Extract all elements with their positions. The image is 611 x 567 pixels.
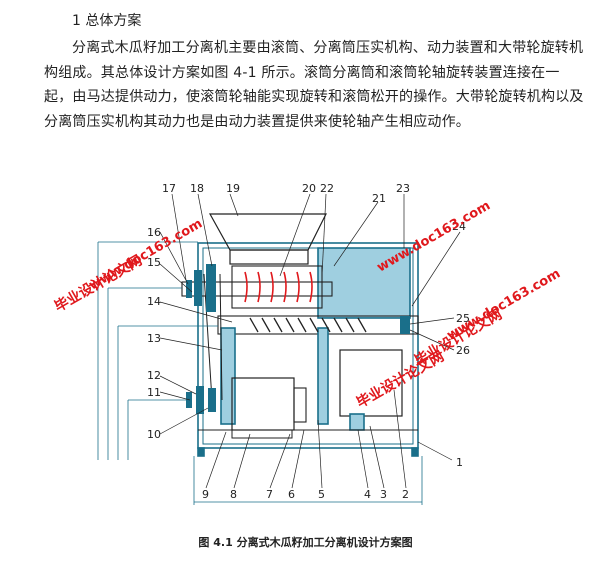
collection-box [339,349,403,417]
callout-18: 18 [190,182,204,195]
callout-6: 6 [288,488,295,501]
hopper [208,213,327,251]
body-paragraph: 分离式木瓜籽加工分离机主要由滚筒、分离筒压实机构、动力装置和大带轮旋转机构组成。… [44,40,584,130]
callout-23: 23 [396,182,410,195]
callout-20: 20 [302,182,316,195]
callout-4: 4 [364,488,371,501]
figure-caption: 图 4.1 分离式木瓜籽加工分离机设计方案图 [198,536,413,549]
callout-2: 2 [402,488,409,501]
callout-19: 19 [226,182,240,195]
separation-drum [231,265,323,309]
callout-22: 22 [320,182,334,195]
callout-21: 21 [372,192,386,205]
motor [231,377,295,431]
machine-diagram: 17 18 19 20 22 21 23 24 16 15 14 13 12 1… [52,182,564,505]
callout-13: 13 [147,332,161,345]
section-heading: 1 总体方案 [72,13,142,29]
callout-7: 7 [266,488,273,501]
callout-12: 12 [147,369,161,382]
watermark-cn-3: 毕业设计论文网 [354,348,447,412]
upper-shaft [181,281,333,297]
callout-10: 10 [147,428,161,441]
callout-14: 14 [147,295,161,308]
watermark-en-2: www.doc163.com [445,266,564,343]
callout-1: 1 [456,456,463,469]
callout-3: 3 [380,488,387,501]
callout-9: 9 [202,488,209,501]
callout-16: 16 [147,226,161,239]
callout-8: 8 [230,488,237,501]
callout-17: 17 [162,182,176,195]
callout-25: 25 [456,312,470,325]
callout-5: 5 [318,488,325,501]
drum-housing [317,247,411,319]
callout-26: 26 [456,344,470,357]
callout-11: 11 [147,386,161,399]
watermark-en-3: www.doc163.com [375,198,494,275]
callout-24: 24 [452,220,466,233]
callout-15: 15 [147,256,161,269]
